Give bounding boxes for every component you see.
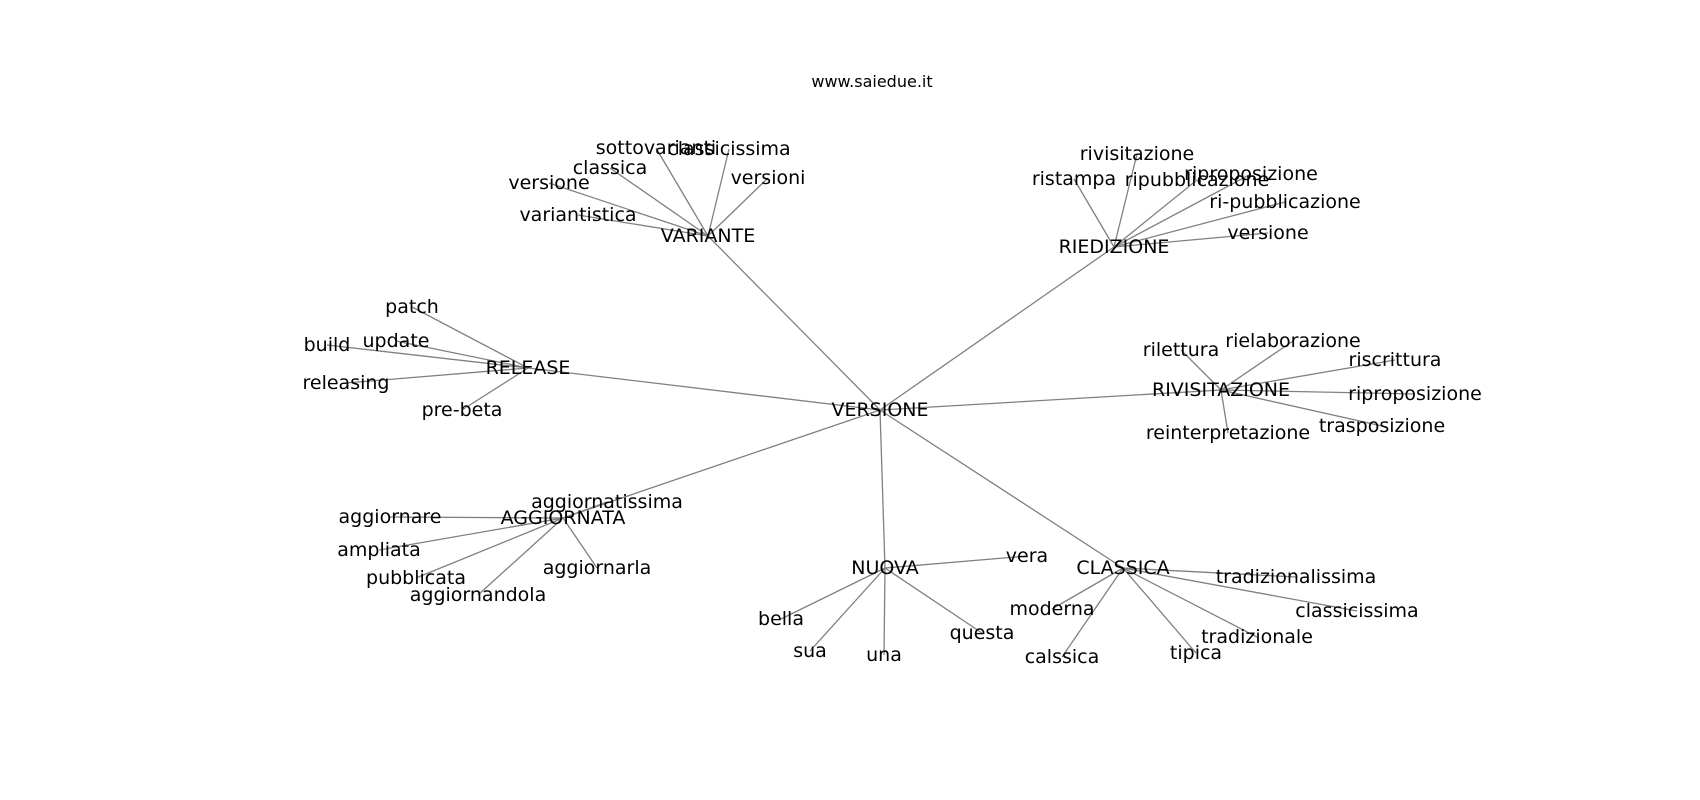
leaf-node-label: rilettura	[1143, 339, 1219, 361]
leaf-node-label: riproposizione	[1348, 383, 1482, 405]
edge-center-to-hub	[527, 367, 881, 411]
edge-center-to-hub	[879, 409, 886, 569]
edge-hub-to-leaf	[809, 567, 886, 652]
leaf-node-label: classica	[573, 157, 648, 179]
leaf-node-label: vera	[1006, 545, 1048, 567]
edge-hub-to-leaf	[461, 367, 529, 411]
edge-hub-to-leaf	[1220, 389, 1229, 434]
edge-hub-to-leaf	[1113, 232, 1269, 248]
leaf-node-label: calssica	[1025, 646, 1100, 668]
edge-hub-to-leaf	[1180, 349, 1222, 391]
leaf-node-label: sua	[793, 640, 827, 662]
hub-node-label: RELEASE	[486, 357, 571, 379]
leaf-node-label: variantistica	[519, 204, 636, 226]
leaf-node-label: aggiornarla	[543, 557, 652, 579]
leaf-node-label: una	[866, 644, 902, 666]
center-node-label: VERSIONE	[831, 399, 928, 421]
leaf-node-label: rielaborazione	[1225, 330, 1360, 352]
leaf-node-label: tradizionalissima	[1216, 566, 1377, 588]
edges	[326, 147, 1416, 658]
leaf-node-label: aggiornandola	[410, 584, 546, 606]
edge-hub-to-leaf	[477, 517, 564, 596]
edge-hub-to-leaf	[389, 516, 564, 519]
edge-center-to-hub	[879, 409, 1124, 569]
edge-hub-to-leaf	[1113, 179, 1198, 248]
edge-hub-to-leaf	[562, 501, 608, 519]
edge-hub-to-leaf	[1113, 173, 1252, 248]
hub-node-label: VARIANTE	[661, 225, 755, 247]
leaf-node-label: questa	[950, 622, 1015, 644]
edge-hub-to-leaf	[780, 567, 886, 620]
leaf-node-label: sottovarianti	[596, 137, 716, 159]
edge-hub-to-leaf	[1113, 153, 1138, 248]
hub-node-label: RIEDIZIONE	[1059, 236, 1170, 258]
edge-hub-to-leaf	[707, 177, 769, 237]
hub-node-label: AGGIORNATA	[501, 507, 626, 529]
leaf-node-label: tradizionale	[1201, 626, 1313, 648]
node-labels: VERSIONEVARIANTEsottovarianticlassicissi…	[303, 137, 1482, 668]
leaf-node-label: reinterpretazione	[1146, 422, 1310, 444]
edge-center-to-hub	[562, 409, 881, 519]
edge-hub-to-leaf	[1122, 567, 1197, 654]
hub-node-label: RIVISITAZIONE	[1152, 379, 1290, 401]
leaf-node-label: tipica	[1170, 642, 1222, 664]
edge-hub-to-leaf	[1220, 340, 1294, 391]
edge-hub-to-leaf	[1220, 359, 1396, 391]
edge-hub-to-leaf	[577, 214, 709, 237]
edge-center-to-hub	[879, 246, 1115, 411]
edge-hub-to-leaf	[1073, 178, 1115, 248]
leaf-node-label: pubblicata	[366, 567, 466, 589]
leaf-node-label: riscrittura	[1349, 349, 1442, 371]
hub-node-label: CLASSICA	[1076, 557, 1169, 579]
edge-hub-to-leaf	[548, 182, 709, 237]
edge-hub-to-leaf	[1122, 567, 1297, 578]
leaf-node-label: ampliata	[337, 539, 421, 561]
leaf-node-label: versione	[1227, 222, 1308, 244]
leaf-node-label: update	[363, 330, 430, 352]
leaf-node-label: riproposizione	[1184, 163, 1318, 185]
leaf-node-label: patch	[385, 296, 439, 318]
edge-hub-to-leaf	[609, 167, 709, 237]
edge-hub-to-leaf	[1113, 201, 1286, 248]
edge-hub-to-leaf	[1122, 567, 1258, 638]
leaf-node-label: classicissima	[667, 138, 790, 160]
edge-hub-to-leaf	[395, 340, 529, 369]
leaf-node-label: releasing	[303, 372, 390, 394]
leaf-node-label: bella	[758, 608, 804, 630]
edge-center-to-hub	[707, 235, 881, 411]
edge-hub-to-leaf	[707, 148, 730, 237]
leaf-node-label: versione	[508, 172, 589, 194]
leaf-node-label: pre-beta	[422, 399, 503, 421]
leaf-node-label: build	[304, 334, 351, 356]
edge-hub-to-leaf	[562, 517, 598, 569]
edge-hub-to-leaf	[1122, 567, 1358, 612]
leaf-node-label: moderna	[1009, 598, 1094, 620]
leaf-node-label: classicissima	[1295, 600, 1418, 622]
edge-hub-to-leaf	[378, 517, 564, 551]
edge-hub-to-leaf	[345, 367, 529, 384]
leaf-node-label: ri-pubblicazione	[1209, 191, 1360, 213]
leaf-node-label: ripubblicazione	[1125, 169, 1270, 191]
edge-hub-to-leaf	[1220, 389, 1383, 427]
edge-hub-to-leaf	[1051, 567, 1124, 610]
edge-hub-to-leaf	[415, 517, 564, 579]
site-caption: www.saiedue.it	[811, 72, 932, 91]
edge-hub-to-leaf	[884, 555, 1028, 569]
leaf-node-label: aggiornare	[339, 506, 442, 528]
leaf-node-label: aggiornatissima	[531, 491, 683, 513]
edge-hub-to-leaf	[411, 306, 529, 369]
hub-node-label: NUOVA	[851, 557, 919, 579]
edge-hub-to-leaf	[655, 147, 709, 237]
edge-hub-to-leaf	[1220, 389, 1416, 395]
edge-hub-to-leaf	[1061, 567, 1124, 658]
edge-hub-to-leaf	[883, 567, 886, 656]
leaf-node-label: versioni	[731, 167, 806, 189]
edge-hub-to-leaf	[884, 567, 983, 634]
edge-center-to-hub	[879, 389, 1222, 411]
leaf-node-label: rivisitazione	[1080, 143, 1195, 165]
edge-hub-to-leaf	[326, 344, 529, 369]
leaf-node-label: trasposizione	[1319, 415, 1445, 437]
leaf-node-label: ristampa	[1032, 168, 1116, 190]
